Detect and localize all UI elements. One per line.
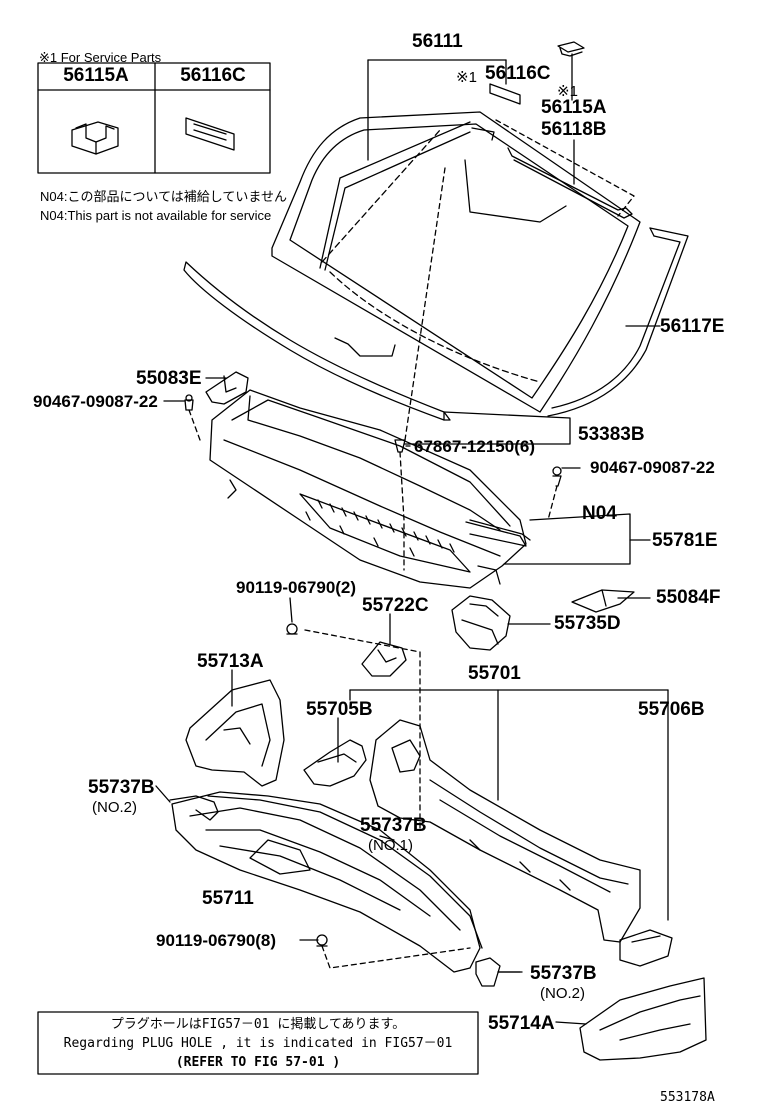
label-56115a-mark: ※1 bbox=[557, 83, 578, 100]
illustration-code: 553178A bbox=[660, 1090, 715, 1105]
bracket-55083e bbox=[205, 371, 249, 405]
bracket-55735d bbox=[451, 595, 511, 651]
note-n04-jp: N04:この部品については補給していません bbox=[40, 189, 288, 204]
label-90119-a: 90119-06790(2) bbox=[236, 578, 357, 597]
label-55713a: 55713A bbox=[197, 651, 264, 672]
footer-note-line-3: (REFER TO FIG 57-01 ) bbox=[175, 1055, 341, 1070]
label-55722c: 55722C bbox=[362, 595, 429, 616]
bracket-55084f bbox=[571, 589, 635, 613]
label-55735d: 55735D bbox=[554, 613, 621, 634]
clip-67867 bbox=[394, 439, 406, 453]
bracket-55705b bbox=[303, 739, 367, 787]
label-55711: 55711 bbox=[202, 888, 254, 909]
group-line-55701 bbox=[349, 689, 669, 921]
footer-note-line-2: Regarding PLUG HOLE , it is indicated in… bbox=[63, 1036, 453, 1051]
label-n04: N04 bbox=[582, 503, 617, 524]
cowl-panel-55781e bbox=[209, 389, 531, 589]
seal-56117e bbox=[547, 227, 689, 417]
panel-55713a bbox=[185, 679, 285, 787]
label-55084f: 55084F bbox=[656, 587, 721, 608]
label-90119-b: 90119-06790(8) bbox=[156, 931, 277, 950]
label-55737b-no2-upper-sub: (NO.2) bbox=[92, 799, 137, 816]
service-parts-col-56116c: 56116C bbox=[180, 65, 246, 86]
seal-n04 bbox=[465, 521, 527, 547]
label-55781e: 55781E bbox=[652, 530, 718, 551]
screw-90467-b bbox=[552, 466, 562, 487]
windshield-glass bbox=[271, 111, 641, 413]
service-parts-table bbox=[37, 62, 271, 174]
bolt-90119-a bbox=[286, 623, 298, 635]
label-55737b-no1-sub: (NO.1) bbox=[368, 837, 413, 854]
label-55737b-no1: 55737B bbox=[360, 815, 427, 836]
label-56116c: 56116C bbox=[485, 63, 551, 84]
seal-55737b-no2-upper bbox=[169, 795, 219, 821]
label-56111: 56111 bbox=[412, 31, 463, 52]
label-55705b: 55705B bbox=[306, 699, 373, 720]
clip-56115a bbox=[557, 41, 585, 57]
label-55701: 55701 bbox=[468, 663, 521, 684]
moulding-53383b bbox=[183, 261, 451, 421]
label-55714a: 55714A bbox=[488, 1013, 555, 1034]
seal-55737b-no1 bbox=[207, 795, 483, 949]
footer-note-line-1: プラグホールはFIG57－01 に掲載してあります。 bbox=[110, 1017, 406, 1032]
bracket-55722c bbox=[361, 641, 407, 677]
label-55737b-no2-upper: 55737B bbox=[88, 777, 155, 798]
label-55706b: 55706B bbox=[638, 699, 705, 720]
label-55737b-no2-lower: 55737B bbox=[530, 963, 597, 984]
label-67867: 67867-12150(6) bbox=[414, 437, 535, 456]
leader-lines bbox=[155, 53, 661, 1025]
footer-note-box bbox=[37, 1011, 479, 1075]
bracket-55706b bbox=[619, 929, 673, 967]
label-53383b: 53383B bbox=[578, 424, 645, 445]
label-56118b: 56118B bbox=[541, 119, 607, 140]
assembly-lines-upper bbox=[188, 167, 558, 831]
panel-55714a bbox=[579, 977, 707, 1061]
label-90467-b: 90467-09087-22 bbox=[590, 458, 715, 477]
label-55083e: 55083E bbox=[136, 368, 202, 389]
label-90467-a: 90467-09087-22 bbox=[33, 392, 158, 411]
service-parts-header: ※1 For Service Parts bbox=[39, 50, 162, 65]
dash-panel-55711 bbox=[171, 791, 481, 973]
cowl-lower-55701 bbox=[369, 719, 641, 943]
clip-56116c bbox=[489, 83, 521, 105]
service-parts-col-56115a: 56115A bbox=[63, 65, 129, 86]
screw-90467-a bbox=[184, 394, 194, 411]
note-n04-en: N04:This part is not available for servi… bbox=[40, 208, 272, 223]
label-55737b-no2-lower-sub: (NO.2) bbox=[540, 985, 585, 1002]
assembly-lines-lower bbox=[321, 945, 471, 969]
bolt-90119-b bbox=[316, 934, 328, 947]
moulding-56118b bbox=[495, 119, 635, 219]
label-56116c-mark: ※1 bbox=[456, 69, 477, 86]
label-56117e: 56117E bbox=[660, 316, 725, 337]
label-56115a: 56115A bbox=[541, 97, 607, 118]
